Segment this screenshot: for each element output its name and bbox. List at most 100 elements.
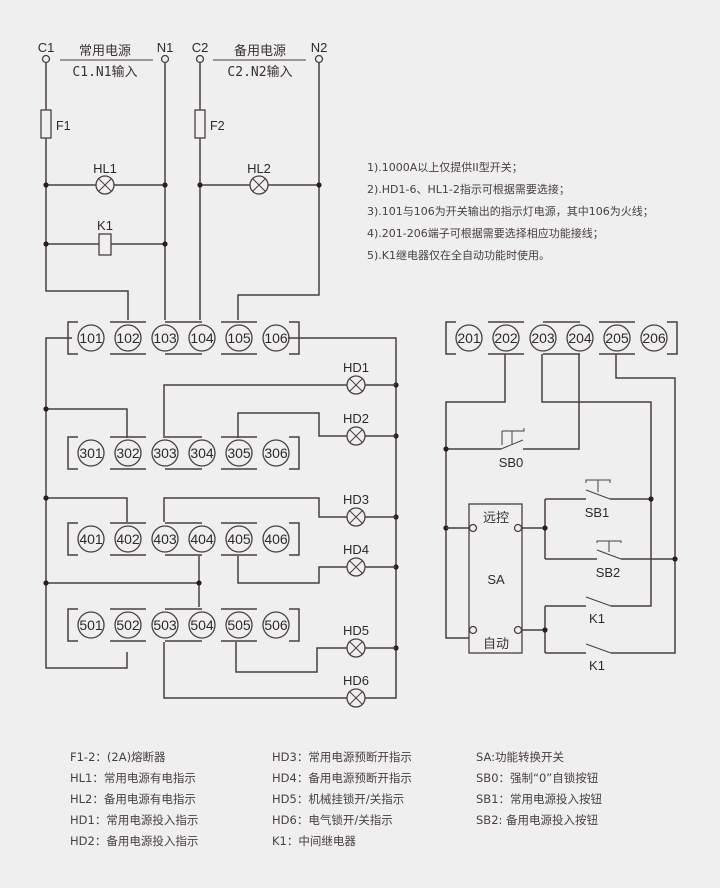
legend-item: HL1：常用电源有电指示 (70, 771, 196, 785)
terminal-206 (640, 324, 668, 352)
pushbutton-sb1-label: SB1 (585, 505, 610, 520)
legend-column-2: HD3：常用电源预断开指示 HD4：备用电源预断开指示 HD5：机械挂锁开/关指… (272, 747, 412, 852)
terminal-bracket (667, 321, 678, 355)
terminal-label: 404 (190, 531, 214, 547)
lamp-hl1 (95, 175, 115, 195)
terminal-label: 406 (264, 531, 288, 547)
pushbutton-sb0-label: SB0 (499, 455, 524, 470)
terminal-bracket (289, 436, 300, 470)
junction (316, 182, 322, 188)
terminal-506 (262, 611, 290, 639)
terminal-label: 202 (494, 330, 518, 346)
sa-contact (468, 523, 478, 533)
terminal-203 (529, 324, 557, 352)
junction (43, 580, 49, 586)
legend-item: SB0：强制“0”自锁按钮 (476, 771, 599, 785)
junction (443, 446, 449, 452)
junction (43, 182, 49, 188)
terminal-bar (110, 321, 146, 355)
terminal-bar (221, 321, 257, 355)
terminal-label: 502 (116, 617, 140, 633)
note-item: 3).101与106为开关输出的指示灯电源，其中106为火线； (367, 205, 654, 218)
legend-item: HL2：备用电源有电指示 (70, 792, 196, 806)
junction (162, 182, 168, 188)
terminal-401 (77, 525, 105, 553)
lamp-hd6-label: HD6 (343, 673, 369, 688)
legend-item: K1：中间继电器 (272, 834, 356, 848)
terminal-104 (188, 324, 216, 352)
terminal-label: 101 (79, 330, 103, 346)
lamp-hd2-label: HD2 (343, 411, 369, 426)
terminal-101 (77, 324, 105, 352)
terminal-n2 (314, 54, 324, 64)
terminal-504 (188, 611, 216, 639)
lamp-hd3 (346, 507, 366, 527)
wire-n2 (237, 63, 320, 320)
terminal-label-c1: C1 (38, 40, 55, 55)
lamp-hd5-label: HD5 (343, 623, 369, 638)
terminal-406 (262, 525, 290, 553)
terminal-102 (114, 324, 142, 352)
legend-item: SB2: 备用电源投入按钮 (476, 813, 599, 827)
terminal-306 (262, 439, 290, 467)
terminal-202 (492, 324, 520, 352)
wire-402 (46, 497, 128, 522)
legend-column-1: F1-2：(2A)熔断器 HL1：常用电源有电指示 HL2：备用电源有电指示 H… (70, 747, 198, 852)
terminal-label: 106 (264, 330, 288, 346)
terminal-402 (114, 525, 142, 553)
sa-contact (513, 625, 523, 635)
junction (648, 496, 654, 502)
wire-202 (445, 354, 506, 639)
lamp-hd4 (346, 557, 366, 577)
terminal-label: 504 (190, 617, 214, 633)
terminal-105 (225, 324, 253, 352)
terminal-label: 201 (457, 330, 481, 346)
wire-hd1 (163, 384, 396, 438)
wire-c1 (45, 63, 129, 320)
fuse-f1-label: F1 (56, 119, 71, 133)
relay-contact-k1-b-label: K1 (589, 658, 605, 673)
relay-contact-k1-b (585, 643, 612, 654)
terminal-c1 (41, 54, 51, 64)
terminal-bar (110, 522, 146, 556)
terminal-label: 405 (227, 531, 251, 547)
terminal-c2 (195, 54, 205, 64)
junction (43, 495, 49, 501)
terminal-502 (114, 611, 142, 639)
fuse-f2-label: F2 (210, 119, 225, 133)
terminal-304 (188, 439, 216, 467)
pushbutton-sb0 (500, 428, 525, 450)
lamp-hl2 (249, 175, 269, 195)
terminal-503 (151, 611, 179, 639)
terminal-303 (151, 439, 179, 467)
terminal-205 (603, 324, 631, 352)
pushbutton-sb2-label: SB2 (596, 565, 621, 580)
lamp-hl2-label: HL2 (247, 161, 271, 176)
terminal-403 (151, 525, 179, 553)
legend-item: SB1：常用电源投入按钮 (476, 792, 603, 806)
junction (542, 627, 548, 633)
relay-coil-k1 (98, 233, 112, 256)
legend-item: HD2：备用电源投入指示 (70, 834, 199, 848)
terminal-bridge (543, 321, 580, 355)
wire-bus-101 (45, 337, 128, 669)
legend-item: HD5：机械挂锁开/关指示 (272, 792, 405, 806)
junction (43, 241, 49, 247)
legend-item: HD6：电气锁开/关指示 (272, 813, 393, 827)
wire-203 (541, 354, 652, 607)
wire-sa-remote-out (522, 499, 546, 559)
selector-switch-sa[interactable] (468, 503, 523, 654)
terminal-bracket (67, 608, 78, 642)
legend-item: HD3：常用电源预断开指示 (272, 750, 412, 764)
lamp-hd1 (346, 375, 366, 395)
legend-item: HD1：常用电源投入指示 (70, 813, 199, 827)
wire-sb0 (446, 354, 580, 450)
terminal-bar (599, 321, 635, 355)
junction (542, 525, 548, 531)
terminal-505 (225, 611, 253, 639)
lamp-hd1-label: HD1 (343, 360, 369, 375)
terminal-label: 204 (568, 330, 592, 346)
terminal-label: 103 (153, 330, 177, 346)
terminal-bridge (165, 522, 202, 556)
